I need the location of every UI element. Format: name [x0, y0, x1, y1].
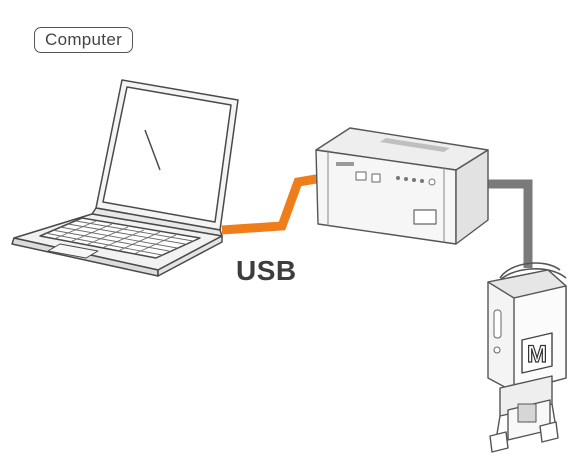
usb-cable — [221, 173, 323, 235]
usb-label: USB — [236, 255, 297, 286]
control-box-icon — [315, 127, 489, 245]
laptop-icon — [11, 79, 239, 277]
gripper-device-icon — [487, 262, 567, 453]
device-brand-letter: M — [527, 341, 547, 368]
computer-label: Computer — [34, 27, 134, 53]
device-cable — [482, 179, 533, 268]
